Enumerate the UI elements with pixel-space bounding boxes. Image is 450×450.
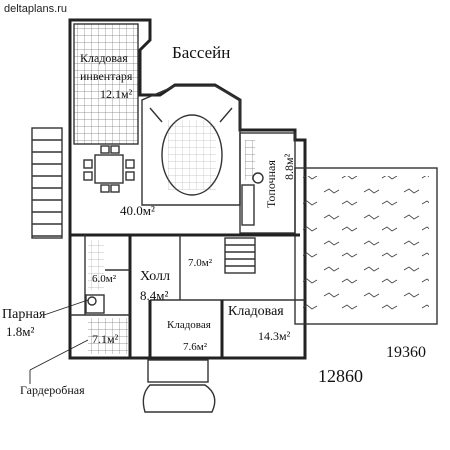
exterior-stairs xyxy=(31,127,63,239)
sauna-stove xyxy=(87,296,97,306)
site-watermark: deltaplans.ru xyxy=(4,3,67,15)
wardrobe-area: 7.1м² xyxy=(92,332,119,346)
small-room-area: 6.0м² xyxy=(92,273,117,285)
storage-inventory-walls xyxy=(73,23,139,145)
corridor-area: 7.0м² xyxy=(188,257,213,269)
storage-large-name: Кладовая xyxy=(228,304,284,319)
boiler-room xyxy=(239,132,296,234)
storage-small-name: Кладовая xyxy=(167,319,211,331)
dining-set xyxy=(83,145,135,193)
storage-large-area: 14.3м² xyxy=(258,329,291,343)
wardrobe-name: Гардеробная xyxy=(20,383,85,397)
entrance-steps xyxy=(142,359,216,413)
sauna-area: 1.8м² xyxy=(6,324,34,339)
interior-walls xyxy=(70,233,305,358)
storage-small-area: 7.6м² xyxy=(183,341,208,353)
sauna-leader-line xyxy=(43,299,89,316)
storage-inventory-name: Кладовая xyxy=(80,51,128,65)
interior-stair xyxy=(224,237,256,274)
boiler-name: Топочная xyxy=(264,160,278,208)
storage-inventory-floor xyxy=(74,24,138,144)
hall-area: 8.4м² xyxy=(140,288,168,303)
hall-name: Холл xyxy=(140,269,170,284)
dimension-width: 19360 xyxy=(386,344,426,361)
storage-inventory-name-2: инвентаря xyxy=(80,69,133,83)
pool-room xyxy=(141,85,241,206)
sauna-name: Парная xyxy=(2,307,46,322)
hall-tile-strip xyxy=(88,240,104,290)
sauna-fixture xyxy=(85,294,105,314)
storage-inventory-area: 12.1м² xyxy=(100,87,133,101)
dimension-depth: 12860 xyxy=(318,366,363,386)
wardrobe-floor xyxy=(88,318,128,354)
living-area: 40.0м² xyxy=(120,203,155,218)
pool-label: Бассейн xyxy=(172,43,230,62)
wardrobe-leader-line-2 xyxy=(29,339,89,371)
terrace xyxy=(294,167,438,325)
boiler-area: 8.8м² xyxy=(282,153,296,180)
